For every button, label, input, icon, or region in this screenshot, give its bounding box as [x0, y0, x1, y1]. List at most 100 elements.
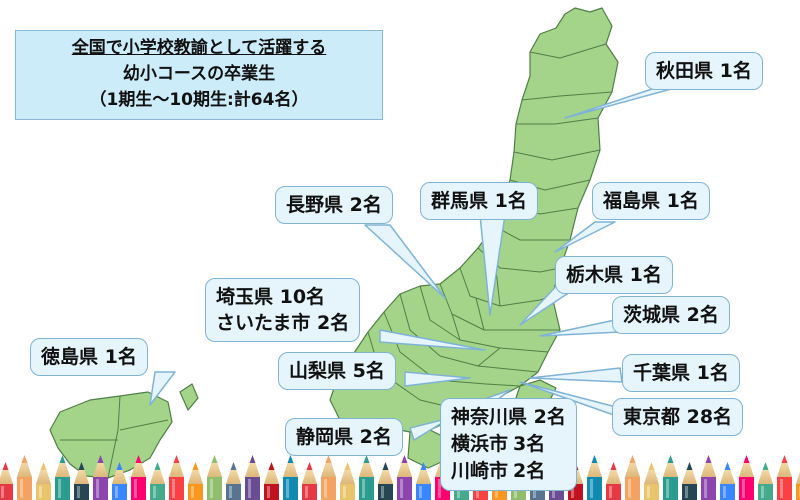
pencil-body	[264, 484, 279, 500]
pencil	[0, 462, 13, 500]
pencil-shine	[780, 479, 783, 498]
pencil-shine	[742, 479, 745, 498]
pencil-wood	[739, 463, 754, 477]
pencil-wood	[663, 463, 678, 477]
label-akita: 秋田県 1名	[645, 52, 763, 90]
pencil-wood	[587, 463, 602, 477]
pencil-wood	[207, 463, 222, 477]
label-yamanashi-text: 山梨県 5名	[289, 360, 385, 382]
pencil-shine	[134, 479, 137, 498]
pencil-shine	[438, 479, 441, 498]
pencil-shine	[647, 486, 650, 498]
pencil-wood	[36, 470, 51, 484]
pencil-shine	[20, 479, 23, 498]
pencil	[606, 462, 621, 500]
pencil-shine	[495, 486, 498, 498]
pencil	[131, 455, 146, 500]
pencil-tip	[306, 462, 313, 470]
pencil-tip	[344, 462, 351, 470]
label-ibaraki-text: 茨城県 2名	[623, 304, 719, 326]
label-shizuoka-text: 静岡県 2名	[296, 426, 392, 448]
pencil	[663, 455, 678, 500]
pencil-wood	[340, 470, 355, 484]
title-line-3: （1期生〜10期生:計64名）	[89, 90, 309, 110]
pencil	[150, 462, 165, 500]
pencil-wood	[150, 470, 165, 484]
label-gunma-text: 群馬県 1名	[431, 190, 527, 212]
pencil-body	[93, 477, 108, 500]
shikoku-landmass	[49, 391, 173, 479]
pencil-body	[397, 477, 412, 500]
pencil-wood	[264, 470, 279, 484]
pencil-tip	[211, 455, 218, 463]
pencil-wood	[625, 463, 640, 477]
pencil-shine	[153, 486, 156, 498]
pencil-tip	[629, 455, 636, 463]
pencil-wood	[644, 470, 659, 484]
pencil-tip	[21, 455, 28, 463]
pencil-tip	[743, 455, 750, 463]
label-kawasaki-count: 2名	[513, 460, 546, 482]
pencil-shine	[571, 486, 574, 498]
awaji-island	[179, 383, 199, 412]
pencil	[17, 455, 32, 500]
pencil-shine	[400, 479, 403, 498]
pencil-body	[207, 477, 222, 500]
label-kawasaki-name: 川崎市	[451, 460, 509, 482]
pencil-wood	[0, 470, 13, 484]
pencil-body	[416, 484, 431, 500]
pencil-shine	[96, 479, 99, 498]
pencil-shine	[533, 486, 536, 498]
pencil	[777, 455, 792, 500]
pencil	[226, 462, 241, 500]
pencil-tip	[762, 462, 769, 470]
pencil-body	[245, 477, 260, 500]
pencil-body	[340, 484, 355, 500]
pencil-body	[302, 484, 317, 500]
pencil-body	[663, 477, 678, 500]
pencil-shine	[761, 486, 764, 498]
pencil-tip	[287, 455, 294, 463]
label-nagano: 長野県 2名	[275, 186, 393, 224]
pencil-shine	[115, 486, 118, 498]
pencil-body	[321, 477, 336, 500]
pencil-shine	[248, 479, 251, 498]
pencil	[416, 462, 431, 500]
pencil	[207, 455, 222, 500]
pencil-body	[359, 477, 374, 500]
pencil-tip	[363, 455, 370, 463]
label-tokushima: 徳島県 1名	[30, 338, 148, 376]
pencil-body	[131, 477, 146, 500]
pencil-shine	[609, 486, 612, 498]
pencil-tip	[2, 462, 9, 470]
pencil-tip	[781, 455, 788, 463]
pencil-shine	[704, 479, 707, 498]
pencil-wood	[321, 463, 336, 477]
pencil	[397, 455, 412, 500]
pencil-tip	[249, 455, 256, 463]
pencil-body	[739, 477, 754, 500]
pencil-shine	[685, 486, 688, 498]
label-tokyo: 東京都 28名	[612, 398, 744, 436]
pencil-tip	[686, 462, 693, 470]
pencil-wood	[188, 470, 203, 484]
pencil-wood	[131, 463, 146, 477]
pencil-shine	[210, 479, 213, 498]
pencil-shine	[666, 479, 669, 498]
pencil-wood	[701, 463, 716, 477]
title-box: 全国で小学校教諭として活躍する 幼小コースの卒業生 （1期生〜10期生:計64名…	[15, 30, 383, 120]
pencil-body	[17, 477, 32, 500]
pencil-tip	[230, 462, 237, 470]
pencil-wood	[245, 463, 260, 477]
pencil-wood	[112, 470, 127, 484]
pencil	[359, 455, 374, 500]
pencil-wood	[682, 470, 697, 484]
pencil-wood	[55, 463, 70, 477]
pencil-tip	[724, 462, 731, 470]
pencil-wood	[226, 470, 241, 484]
pencil	[74, 462, 89, 500]
pencil-shine	[324, 479, 327, 498]
pencil-body	[0, 484, 13, 500]
